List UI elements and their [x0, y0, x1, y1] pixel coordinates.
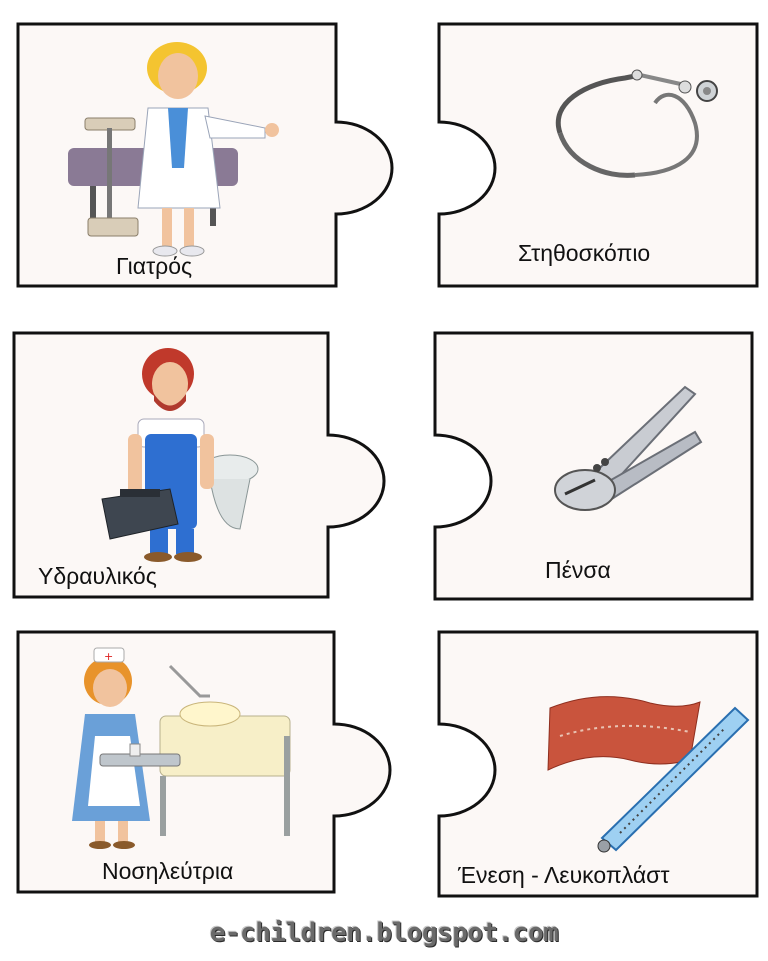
profession-label: Υδραυλικός — [38, 563, 157, 589]
nurse-illustration: + — [72, 647, 291, 849]
tool-label: Ένεση - Λευκοπλάστ — [458, 862, 670, 888]
puzzle-right-piece — [437, 630, 759, 898]
tool-label: Πένσα — [545, 557, 611, 583]
tool-label: Στηθοσκόπιο — [518, 240, 651, 266]
stethoscope-icon — [555, 69, 718, 178]
puzzle-pair-2: Υδραυλικός Πένσα — [0, 327, 768, 607]
puzzle-left-piece — [12, 331, 386, 599]
svg-text:+: + — [104, 650, 113, 663]
doctor-illustration — [68, 42, 279, 257]
puzzle-pair-1: Γιατρός Στηθοσκόπιο — [0, 18, 768, 298]
puzzle-pair-3: + Νοσηλεύτρια Ένεση - Λευκοπλάστ — [0, 626, 768, 906]
puzzle-right-piece — [437, 22, 759, 288]
profession-label: Νοσηλεύτρια — [102, 858, 234, 884]
profession-label: Γιατρός — [116, 253, 193, 279]
footer-url: e-children.blogspot.com — [209, 918, 559, 948]
pliers-icon — [554, 385, 703, 511]
plaster-thermometer-icon — [547, 696, 750, 853]
plumber-illustration — [101, 348, 259, 562]
